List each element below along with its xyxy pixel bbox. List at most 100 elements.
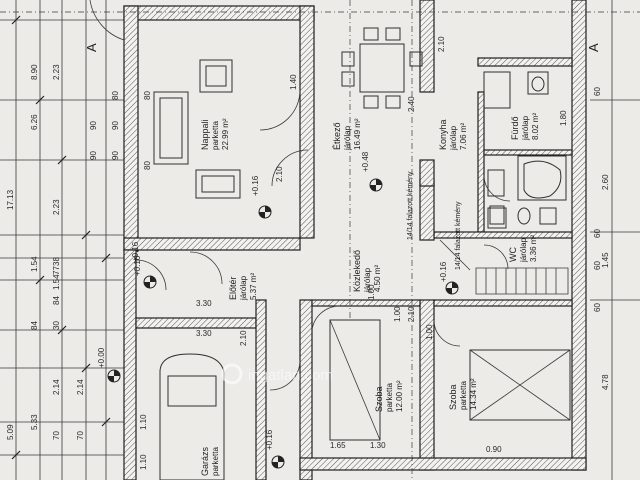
- dim-inner: 2.10: [407, 306, 416, 322]
- room-area: 3.36 m²: [529, 235, 538, 262]
- dim-223a: 2.23: [52, 64, 61, 80]
- room-name: Szoba: [374, 386, 384, 412]
- dim-inner: 60: [593, 261, 602, 270]
- dim-214a: 2.14: [52, 379, 61, 395]
- room-label-eloter: Előtér járólap 5.37 m²: [228, 273, 258, 301]
- dim-626: 6.26: [30, 114, 39, 130]
- dim-inner: 90: [111, 121, 120, 130]
- dim-214b: 2.14: [76, 379, 85, 395]
- room-floor: járólap: [449, 125, 458, 151]
- bedroom-furniture: [329, 319, 571, 441]
- room-area: 5.37 m²: [249, 273, 258, 300]
- room-area: 14.34 m²: [469, 378, 478, 410]
- dim-inner: 80: [111, 91, 120, 100]
- room-floor: járólap: [343, 125, 352, 151]
- dim-inner: 0.90: [486, 445, 502, 454]
- dim-223b: 2.23: [52, 199, 61, 215]
- dim-inner: 1.00: [367, 284, 376, 300]
- room-area: 4.50 m²: [373, 265, 382, 292]
- dim-inner: 1.80: [559, 110, 568, 126]
- room-name: WC: [508, 247, 518, 262]
- room-name: Fürdő: [510, 116, 520, 140]
- dim-right-145: 1.45: [601, 252, 610, 268]
- section-mark-left: A: [84, 43, 99, 52]
- room-label-nappali: Nappali parketta 22.99 m²: [200, 118, 230, 150]
- level-garage: +0.00: [97, 347, 106, 368]
- dim-inner: 2.10: [239, 330, 248, 346]
- room-name: Szoba: [448, 384, 458, 410]
- dim-inner: 80: [143, 91, 152, 100]
- dim-inner: 1.00: [393, 306, 402, 322]
- room-label-szoba-1: Szoba parketta 12.00 m²: [374, 380, 404, 412]
- dim-70a: 70: [52, 431, 61, 440]
- dim-inner: 90: [89, 151, 98, 160]
- room-label-szoba-2: Szoba parketta 14.34 m²: [448, 378, 478, 410]
- room-label-etkezo: Étkező járólap 16.49 m²: [332, 118, 362, 151]
- dim-inner: 3.30: [196, 329, 212, 338]
- dim-inner: 3.30: [196, 299, 212, 308]
- room-label-wc: WC járólap 3.36 m²: [508, 235, 538, 263]
- dim-inner: 2.10: [275, 166, 284, 182]
- door-swings: [89, 0, 511, 391]
- chimney: [419, 159, 435, 187]
- dining-table: [341, 27, 423, 109]
- exterior-walls: [123, 0, 587, 480]
- room-name: Közlekedő: [352, 250, 362, 292]
- chimney-note: 14/14 falazott kémény: [407, 171, 414, 240]
- dim-inner: 1.30: [370, 441, 386, 450]
- room-floor: járólap: [519, 237, 528, 263]
- dim-inner: 1.65: [330, 441, 346, 450]
- dim-right-478: 4.78: [601, 374, 610, 390]
- dim-total: 17.13: [6, 189, 15, 210]
- dim-890: 8.90: [30, 64, 39, 80]
- dim-70b: 70: [76, 431, 85, 440]
- dim-30: 30: [52, 321, 61, 330]
- staircase: [475, 267, 569, 295]
- room-area: 8.02 m²: [531, 113, 540, 140]
- room-floor: parketta: [459, 381, 468, 410]
- room-floor: parketta: [211, 447, 220, 476]
- dim-509: 5.09: [6, 424, 15, 440]
- room-name: Nappali: [200, 119, 210, 150]
- dim-84a: 84: [30, 321, 39, 330]
- dim-inner: 90: [111, 151, 120, 160]
- bathroom-fixtures: [489, 71, 567, 225]
- left-dimension-lines: [0, 0, 125, 480]
- room-area: 22.99 m²: [221, 118, 230, 150]
- room-area: 12.00 m²: [395, 380, 404, 412]
- room-label-garazs: Garázs parketta: [200, 446, 220, 476]
- dim-inner: 60: [593, 229, 602, 238]
- room-floor: járólap: [521, 115, 530, 141]
- interior-walls: [311, 57, 573, 307]
- dim-154a: 1.54: [30, 256, 39, 272]
- room-name: Étkező: [332, 122, 342, 150]
- dim-inner: 2.10: [437, 36, 446, 52]
- chimney-note-2: 14/14 falazott kémény: [455, 201, 462, 270]
- room-label-kozlekedo: Közlekedő járólap 4.50 m²: [352, 250, 382, 293]
- dim-inner: 90: [89, 121, 98, 130]
- inner-dimensions: 80 80 90 90 90 90 80 1.40 2.10 2.10 2.40…: [89, 36, 602, 470]
- dim-inner: 2.40: [407, 96, 416, 112]
- room-label-furdo: Fürdő járólap 8.02 m²: [510, 113, 540, 141]
- level-dining: +0.48: [361, 151, 370, 172]
- level-entry: +0.16: [131, 241, 140, 262]
- room-name: Garázs: [200, 446, 210, 476]
- dim-inner: 60: [593, 303, 602, 312]
- dim-77: 77: [52, 266, 61, 275]
- dim-533: 5.33: [30, 414, 39, 430]
- dim-inner: 80: [143, 161, 152, 170]
- room-floor: járólap: [239, 275, 248, 301]
- dim-84b: 84: [52, 296, 61, 305]
- room-floor: járólap: [363, 267, 372, 293]
- dim-inner: 1.40: [289, 74, 298, 90]
- dim-inner: 1.10: [139, 414, 148, 430]
- level-markers: [107, 178, 459, 469]
- dim-right-260: 2.60: [601, 174, 610, 190]
- section-mark-right: A: [586, 43, 601, 52]
- room-area: 16.49 m²: [353, 118, 362, 150]
- room-name: Előtér: [228, 276, 238, 300]
- room-name: Konyha: [438, 119, 448, 150]
- living-room-furniture: [153, 59, 241, 199]
- watermark-text: ingatlan.com: [248, 367, 333, 384]
